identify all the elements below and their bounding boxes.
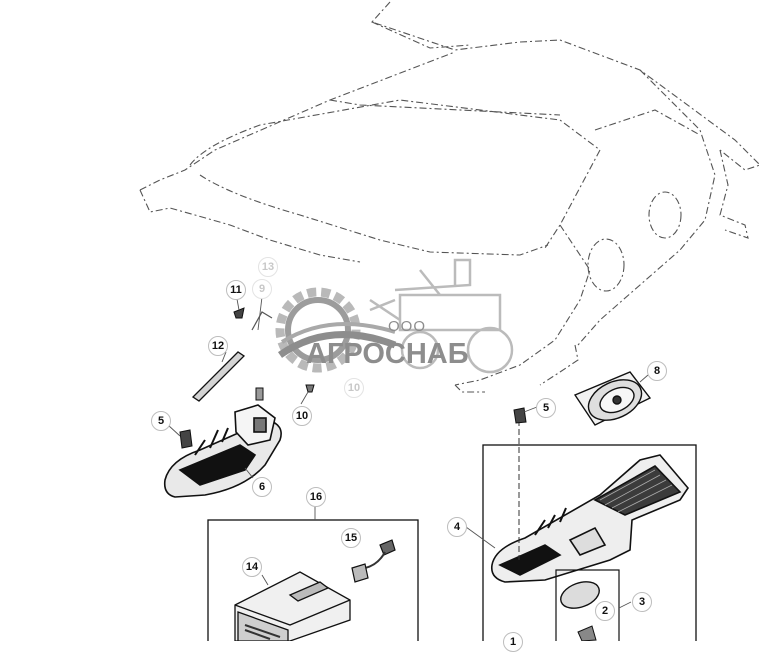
callout-10[interactable]: 10 [292,406,312,426]
part-5-clip-right [513,407,527,424]
cab-roof-outline [139,1,762,393]
dome-light-left [163,404,282,498]
callout-12[interactable]: 12 [208,336,228,356]
watermark-logo [275,258,514,374]
dome-light-right [490,454,690,583]
callout-5-left[interactable]: 5 [151,411,171,431]
callout-14[interactable]: 14 [242,557,262,577]
callout-1[interactable]: 1 [503,632,523,652]
callout-11[interactable]: 11 [226,280,246,300]
window-left [587,238,625,292]
callout-9[interactable]: 9 [252,279,272,299]
callout-2[interactable]: 2 [595,601,615,621]
part-bulb-left [255,387,264,401]
part-bulb-2 [577,625,597,642]
watermark-prefix: ООО [388,318,427,335]
part-11-clip [233,307,245,319]
window-right [648,191,682,239]
leader-lines [167,296,649,609]
callout-6[interactable]: 6 [252,477,272,497]
callout-3[interactable]: 3 [632,592,652,612]
cab-windows [587,191,682,292]
callout-8[interactable]: 8 [647,361,667,381]
part-14-radio [234,571,351,642]
callout-15[interactable]: 15 [341,528,361,548]
watermark-name: АГРОСНАБ [306,338,469,370]
callout-10-faded[interactable]: 10 [344,378,364,398]
callout-16[interactable]: 16 [306,487,326,507]
part-15-harness [351,539,396,583]
callout-13[interactable]: 13 [258,257,278,277]
callout-4[interactable]: 4 [447,517,467,537]
part-lens-3 [560,581,600,609]
callout-5-right[interactable]: 5 [536,398,556,418]
part-12-lens [191,351,246,402]
part-10-screw [305,384,315,393]
part-5-clip-left [179,429,193,449]
speaker-8 [573,371,652,426]
part-9-wire [251,311,273,331]
